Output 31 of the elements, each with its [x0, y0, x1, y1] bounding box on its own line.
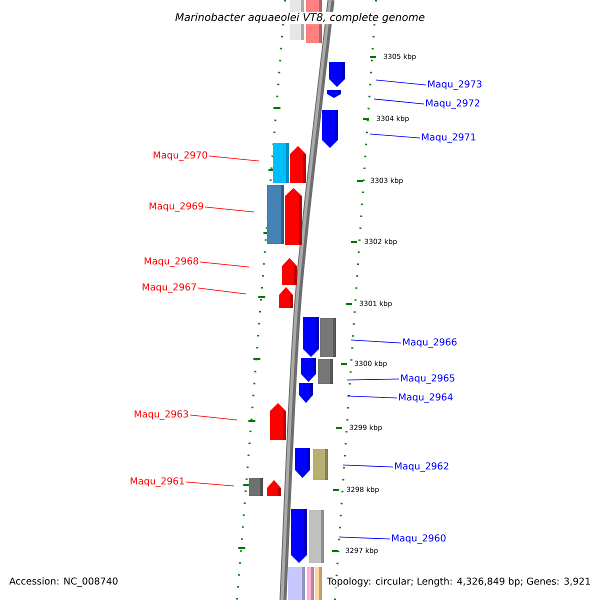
- leader-line: [190, 414, 238, 420]
- leader-line: [346, 378, 400, 380]
- gene-label: Maqu_2961: [130, 477, 184, 487]
- gene-label: Maqu_2970: [154, 151, 208, 161]
- title: Marinobacter aquaeolei VT8, complete genome: [174, 12, 426, 24]
- gene-label: Maqu_2962: [395, 462, 448, 472]
- leader-line: [346, 396, 398, 398]
- leader-line: [350, 340, 402, 344]
- gene-label: Maqu_2971: [422, 133, 476, 143]
- leader-line: [374, 98, 424, 104]
- gene-label: Maqu_2966: [403, 338, 457, 348]
- gene-label: Maqu_2965: [401, 374, 454, 384]
- leader-line: [198, 288, 246, 294]
- gene-label: Maqu_2972: [426, 99, 480, 109]
- gene-label: Maqu_2973: [428, 80, 482, 90]
- gene-label: Maqu_2968: [144, 257, 198, 267]
- leader-line: [208, 156, 260, 162]
- gene-label: Maqu_2969: [150, 202, 204, 212]
- leader-line: [200, 262, 250, 268]
- leader-line: [342, 464, 394, 468]
- genome-info-text: Topology: circular; Length: 4,326,849 bp; Genes: 3,921: [326, 576, 592, 588]
- leader-line: [376, 80, 426, 86]
- gene-label: Maqu_2963: [134, 410, 188, 420]
- gene-label: Maqu_2967: [142, 283, 196, 293]
- gene-label: Maqu_2960: [392, 534, 446, 544]
- leader-line: [186, 482, 234, 486]
- leader-line: [370, 134, 420, 138]
- gene-label: Maqu_2964: [399, 393, 453, 403]
- accession-text: Accession: NC_008740: [9, 577, 118, 587]
- leader-line: [338, 536, 390, 540]
- leader-line: [204, 206, 254, 212]
